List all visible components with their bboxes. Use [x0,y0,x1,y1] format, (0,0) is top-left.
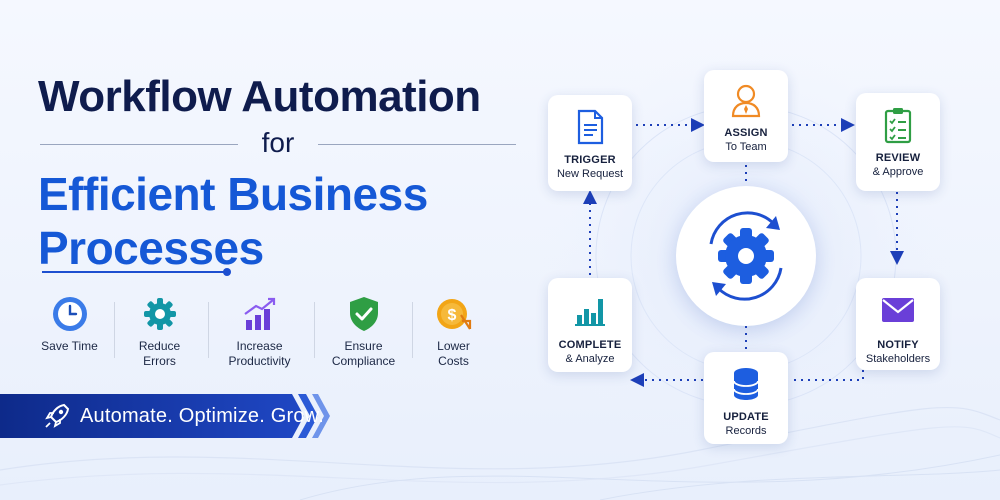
step-title: NOTIFY [877,339,919,351]
step-trigger-card[interactable]: TRIGGER New Request [548,95,632,191]
divider [412,302,413,358]
step-subtitle: To Team [725,141,767,153]
step-title: TRIGGER [564,154,616,166]
hero-title-line1: Workflow Automation [38,72,481,121]
tagline-banner: Automate. Optimize. Grow. [0,394,330,438]
step-title: ASSIGN [724,127,768,139]
divider-left [40,144,238,145]
clock-icon [50,294,90,334]
growth-chart-icon [240,294,280,334]
step-title: REVIEW [875,152,921,164]
step-notify-card[interactable]: NOTIFY Stakeholders [856,278,940,370]
tagline-text: Automate. Optimize. Grow. [80,405,324,427]
step-subtitle: & Approve [872,166,924,178]
hero-title-line3: Processes [38,222,264,274]
database-icon [704,364,788,404]
step-title: UPDATE [723,411,769,423]
title-underline [42,268,231,276]
step-update-card[interactable]: UPDATE Records [704,352,788,444]
benefit-label: Save Time [41,339,98,353]
hero-connector: for [261,127,295,158]
gear-cycle-icon [709,211,783,301]
hero-title-highlight: Efficient Business Processes [38,167,518,275]
envelope-icon [856,290,940,330]
step-review-card[interactable]: REVIEW & Approve [856,93,940,191]
checklist-icon [856,105,940,145]
hero-connector-row: for [40,127,520,163]
banner-shape [0,394,330,438]
gear-icon [140,294,180,334]
step-complete-card[interactable]: COMPLETE & Analyze [548,278,632,372]
divider-right [318,144,516,145]
document-icon [548,107,632,147]
benefit-save-time: Save Time [22,294,117,354]
bar-chart-icon [548,290,632,330]
step-subtitle: & Analyze [565,353,615,365]
divider [114,302,115,358]
person-icon [704,80,788,120]
step-subtitle: New Request [556,168,624,180]
step-title: COMPLETE [558,339,622,351]
step-subtitle: Stakeholders [865,353,931,365]
shield-check-icon [344,294,384,334]
hero-title-line2: Efficient Business [38,168,428,220]
divider [314,302,315,358]
coin-dollar-icon: $ [434,294,474,334]
rocket-icon [45,403,70,428]
svg-text:$: $ [447,307,456,324]
step-subtitle: Records [725,425,767,437]
center-automation-hub [676,186,816,326]
step-assign-card[interactable]: ASSIGN To Team [704,70,788,162]
divider [208,302,209,358]
